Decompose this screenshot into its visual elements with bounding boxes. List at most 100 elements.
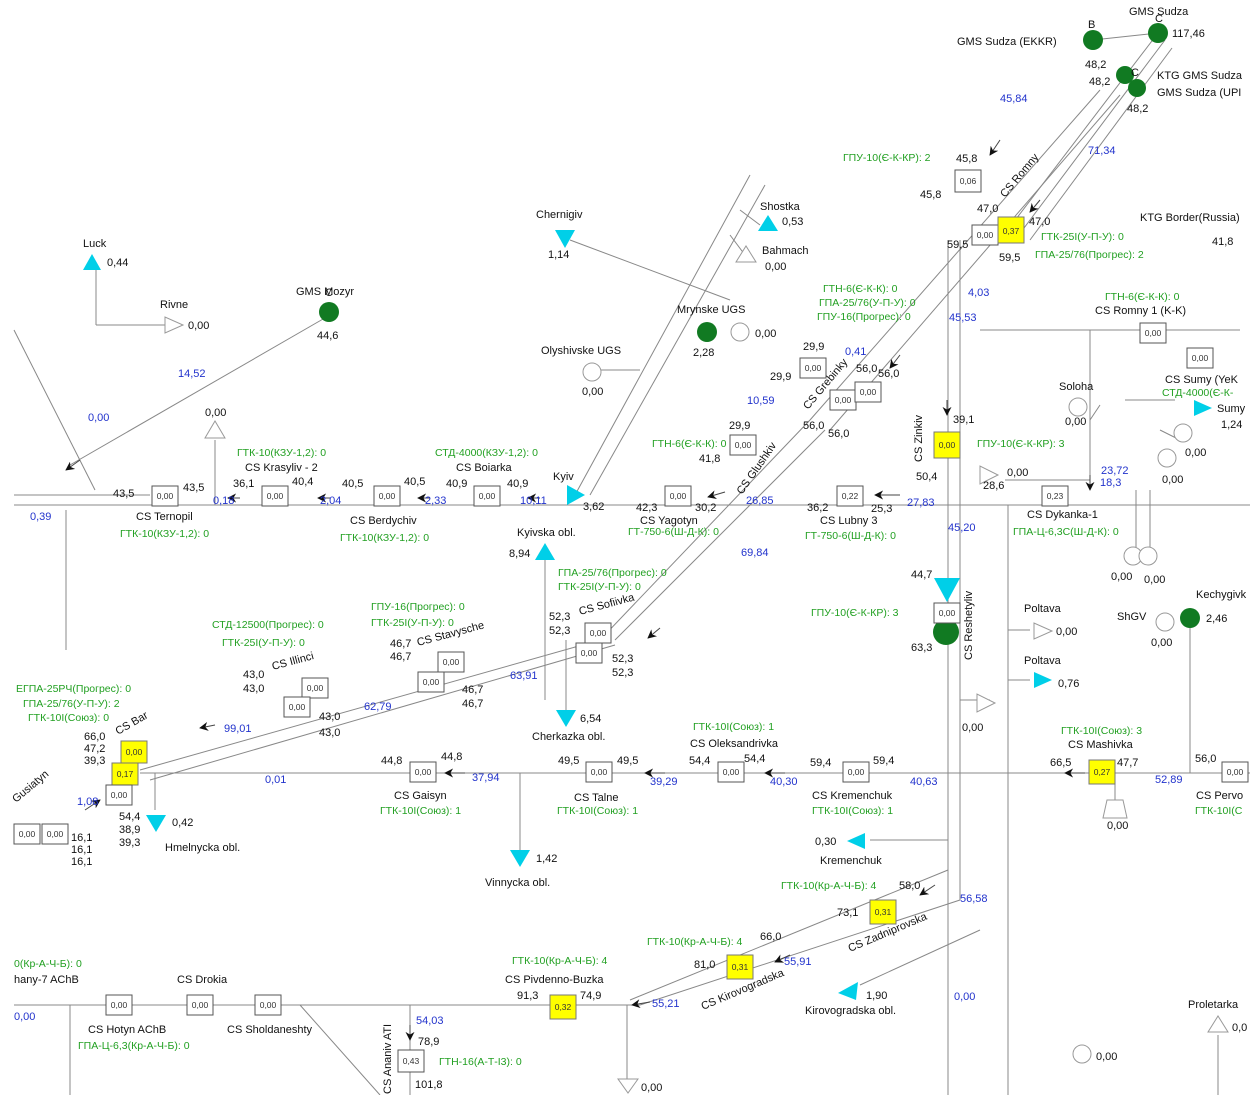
flow-sudza-2: 71,34 bbox=[1088, 145, 1116, 157]
luck-offtake[interactable] bbox=[83, 254, 101, 270]
svg-text:0,22: 0,22 bbox=[842, 491, 859, 501]
pipelines bbox=[13, 32, 1250, 1095]
gms-mozyr-node[interactable] bbox=[319, 302, 339, 322]
mashivka-label: CS Mashivka bbox=[1068, 739, 1134, 751]
sofiivka-box[interactable]: 0,00 bbox=[584, 622, 612, 644]
gms-sudza-node[interactable] bbox=[1148, 23, 1168, 43]
illinci-box[interactable]: 0,00 bbox=[301, 677, 329, 699]
kyivska-offtake[interactable] bbox=[535, 543, 555, 560]
krasyliv-offtake[interactable] bbox=[204, 420, 226, 439]
kirovogradska-out: 66,0 bbox=[760, 931, 781, 943]
gms-sudza-upi-pressure: 48,2 bbox=[1127, 103, 1148, 115]
zadniprovska-box[interactable]: 0,31 bbox=[869, 899, 897, 925]
bar-box-3[interactable]: 0,00 bbox=[105, 784, 133, 806]
zinkiv-offtake[interactable] bbox=[979, 465, 1000, 485]
ternopil-box[interactable]: 0,00 bbox=[151, 485, 179, 507]
reshetyliv-box[interactable]: 0,00 bbox=[933, 602, 961, 624]
cherkazka-label: Cherkazka obl. bbox=[532, 731, 605, 743]
luck-label: Luck bbox=[83, 238, 107, 250]
stavysche-box-2[interactable]: 0,00 bbox=[417, 671, 445, 693]
kirovogradska-offtake[interactable] bbox=[838, 982, 858, 1000]
gusiatyn-box[interactable]: 0,00 bbox=[13, 823, 41, 845]
luck-value: 0,44 bbox=[107, 257, 128, 269]
romny-top-box[interactable]: 0,06 bbox=[954, 169, 982, 193]
mashivka-offtake[interactable] bbox=[1102, 799, 1128, 819]
ktg-gms-sudza-node[interactable] bbox=[1116, 66, 1134, 84]
yagotyn-box[interactable]: 0,00 bbox=[664, 485, 692, 507]
sumy-offtake[interactable] bbox=[1194, 400, 1212, 416]
branch-offtake[interactable] bbox=[976, 693, 997, 713]
pivdenno-box[interactable]: 0,32 bbox=[549, 994, 577, 1020]
gms-sudza-upi-node[interactable] bbox=[1128, 79, 1146, 97]
gms-sudza-ekkr-node[interactable] bbox=[1083, 30, 1103, 50]
romny1-box-2[interactable]: 0,00 bbox=[1186, 347, 1214, 369]
reshetyliv-node[interactable] bbox=[933, 619, 959, 645]
drokia-box[interactable]: 0,00 bbox=[186, 994, 214, 1016]
pivdenno-offtake-value: 0,00 bbox=[641, 1082, 662, 1094]
svg-text:0,00: 0,00 bbox=[443, 657, 460, 667]
grebinky-box[interactable]: 0,00 bbox=[799, 357, 827, 379]
svg-text:0,00: 0,00 bbox=[1145, 328, 1162, 338]
oleksandrivka-box[interactable]: 0,00 bbox=[717, 761, 745, 783]
krasyliv-in: 36,1 bbox=[233, 478, 254, 490]
ternopil-mode: ГТК-10(КЗУ-1,2): 0 bbox=[120, 528, 209, 540]
bar-box[interactable]: 0,00 bbox=[120, 740, 148, 764]
mashivka-box[interactable]: 0,27 bbox=[1088, 759, 1116, 785]
gusiatyn-box-2[interactable]: 0,00 bbox=[41, 823, 69, 845]
poltava-offtake-2[interactable] bbox=[1034, 672, 1052, 688]
olyshivske-ugs-node[interactable] bbox=[582, 362, 602, 382]
grebinky-box-3[interactable]: 0,00 bbox=[854, 381, 882, 403]
bar-box-2[interactable]: 0,17 bbox=[111, 762, 139, 786]
romny-box[interactable]: 0,00 bbox=[971, 224, 999, 246]
shostka-offtake[interactable] bbox=[758, 215, 778, 231]
lubny-box[interactable]: 0,22 bbox=[836, 485, 864, 507]
node-value-5: 0,00 bbox=[1096, 1051, 1117, 1063]
hmelnycka-offtake[interactable] bbox=[146, 815, 166, 832]
sofiivka-box-2[interactable]: 0,00 bbox=[575, 642, 603, 664]
illinci-mode-2: ГТК-25І(У-П-У): 0 bbox=[222, 637, 305, 649]
romny1-box[interactable]: 0,00 bbox=[1139, 322, 1167, 344]
rivne-offtake[interactable] bbox=[164, 316, 185, 334]
kirovogradska-box[interactable]: 0,31 bbox=[726, 954, 754, 980]
dykanka-box[interactable]: 0,23 bbox=[1041, 485, 1069, 507]
pivdenno-offtake[interactable] bbox=[617, 1078, 639, 1094]
bahmach-offtake[interactable] bbox=[735, 245, 757, 263]
proletarka-offtake[interactable] bbox=[1207, 1015, 1229, 1033]
berdychiv-box[interactable]: 0,00 bbox=[373, 485, 401, 507]
shgv-node[interactable] bbox=[1155, 612, 1175, 632]
reshetyliv-offtake[interactable] bbox=[934, 578, 960, 602]
ananiv-box[interactable]: 0,43 bbox=[397, 1049, 425, 1073]
zinkiv-box[interactable]: 0,00 bbox=[933, 431, 961, 459]
krasyliv-box[interactable]: 0,00 bbox=[261, 485, 289, 507]
poltava-offtake-1[interactable] bbox=[1033, 622, 1054, 640]
rivne-label: Rivne bbox=[160, 299, 188, 311]
sholdaneshty-box[interactable]: 0,00 bbox=[254, 994, 282, 1016]
gaisyn-box[interactable]: 0,00 bbox=[409, 761, 437, 783]
romny-box-2[interactable]: 0,37 bbox=[997, 216, 1025, 244]
grebinky-box-2[interactable]: 0,00 bbox=[829, 389, 857, 411]
chernigiv-offtake[interactable] bbox=[555, 230, 575, 248]
romny-top-in: 45,8 bbox=[956, 153, 977, 165]
glushkiv-box[interactable]: 0,00 bbox=[729, 434, 757, 456]
illinci-out-2: 43,0 bbox=[319, 727, 340, 739]
kremenchuk-offtake[interactable] bbox=[847, 833, 865, 849]
hotyn-box[interactable]: 0,00 bbox=[105, 994, 133, 1016]
illinci-box-2[interactable]: 0,00 bbox=[283, 696, 311, 718]
mrynske-ugs-empty-node[interactable] bbox=[730, 322, 750, 342]
stavysche-box[interactable]: 0,00 bbox=[437, 651, 465, 673]
romny-mode: ГТК-25І(У-П-У): 0 bbox=[1041, 231, 1124, 243]
kremenchuk-box[interactable]: 0,00 bbox=[842, 761, 870, 783]
pervo-box[interactable]: 0,00 bbox=[1221, 761, 1249, 783]
mrynske-ugs-node[interactable] bbox=[697, 322, 717, 342]
kyiv-offtake[interactable] bbox=[567, 485, 585, 505]
cherkazka-offtake[interactable] bbox=[556, 710, 576, 727]
romny1-label: CS Romny 1 (K-K) bbox=[1095, 305, 1186, 317]
talne-box[interactable]: 0,00 bbox=[585, 761, 613, 783]
kechygivka-node[interactable] bbox=[1180, 608, 1200, 628]
soloha-node[interactable] bbox=[1068, 397, 1088, 417]
boiarka-box[interactable]: 0,00 bbox=[473, 485, 501, 507]
dykanka-label: CS Dykanka-1 bbox=[1027, 509, 1098, 521]
grebinky-mode-3: ГПУ-16(Прогрес): 0 bbox=[817, 311, 911, 323]
vinnycka-offtake[interactable] bbox=[510, 850, 530, 867]
station-pressures: 43,5 43,5 36,1 40,4 40,5 40,5 40,9 40,9 … bbox=[71, 153, 1216, 1094]
